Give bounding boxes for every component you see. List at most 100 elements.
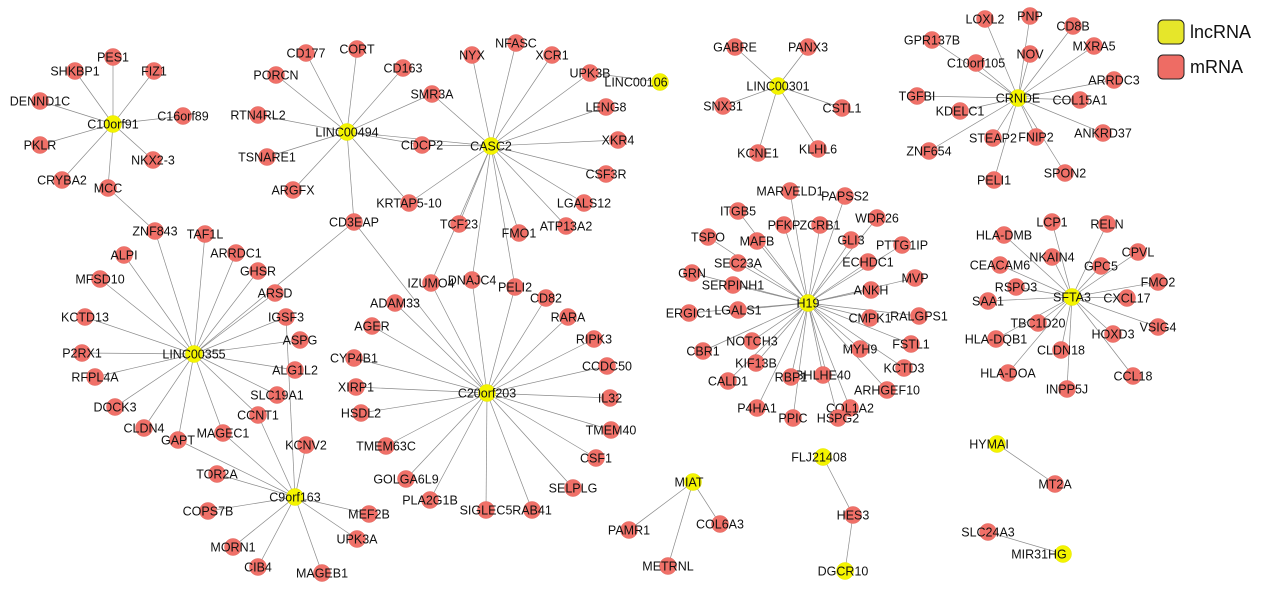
mrna-node-circle xyxy=(91,270,109,288)
node-label: PNP xyxy=(1017,10,1043,24)
node-spon2: SPON2 xyxy=(1044,164,1086,182)
node-label: CASC2 xyxy=(470,140,512,154)
node-label: HSPG2 xyxy=(817,412,859,426)
edge-h19-echdc1 xyxy=(807,261,869,304)
edge-c9orf163-magec1 xyxy=(222,432,296,498)
mrna-node-circle xyxy=(1027,128,1045,146)
node-label: MFSD10 xyxy=(75,273,124,287)
node-xcr1: XCR1 xyxy=(535,46,569,64)
node-label: C16orf89 xyxy=(157,110,208,124)
edge-crnde-cd8b xyxy=(1017,25,1074,99)
node-label: GPR137B xyxy=(904,34,960,48)
edge-linc00355-ghsr xyxy=(193,270,259,355)
node-steap2: STEAP2 xyxy=(969,129,1017,147)
edge-linc00494-smr3a xyxy=(346,93,433,133)
node-csf1: CSF1 xyxy=(580,449,612,467)
lncrna-node-circle xyxy=(769,77,787,95)
node-tmem40: TMEM40 xyxy=(586,421,636,439)
edge-sfta3-hla-dmb xyxy=(1003,234,1073,298)
node-siglec5: SIGLEC5 xyxy=(460,501,512,519)
node-label: C10orf105 xyxy=(947,57,1005,71)
node-label: FMO2 xyxy=(1141,276,1176,290)
mrna-node-circle xyxy=(135,419,153,437)
mrna-node-circle xyxy=(1046,475,1064,493)
edge-c9orf163-upk3a xyxy=(294,496,358,540)
mrna-node-circle xyxy=(602,421,620,439)
mrna-node-circle xyxy=(297,436,315,454)
edge-sfta3-ceacam6 xyxy=(999,264,1073,298)
node-ccdc50: CCDC50 xyxy=(582,357,632,375)
node-fmo2: FMO2 xyxy=(1141,273,1176,291)
mrna-node-circle xyxy=(920,142,938,160)
node-saa1: SAA1 xyxy=(972,292,1004,310)
mrna-node-circle xyxy=(724,276,742,294)
mrna-node-circle xyxy=(106,398,124,416)
node-ager: AGER xyxy=(354,317,390,335)
node-label: MORN1 xyxy=(210,541,255,555)
edge-c20orf203-peli2 xyxy=(486,286,516,394)
mrna-node-circle xyxy=(1071,91,1089,109)
edge-c10orf91-c16orf89 xyxy=(112,115,184,125)
lncrna-node-circle xyxy=(1063,288,1081,306)
edge-sfta3-ccl18 xyxy=(1071,296,1134,377)
node-label: ALPI xyxy=(110,249,137,263)
mrna-node-circle xyxy=(1021,45,1039,63)
node-label: RIPK3 xyxy=(576,333,612,347)
node-label: METRNL xyxy=(642,560,693,574)
node-hoxd3: HOXD3 xyxy=(1091,325,1135,343)
mrna-node-circle xyxy=(394,59,412,77)
node-label: MT2A xyxy=(1038,478,1072,492)
mrna-node-circle xyxy=(799,38,817,56)
edge-h19-kctd3 xyxy=(807,302,905,369)
node-nkain4: NKAIN4 xyxy=(1029,248,1075,266)
node-snx31: SNX31 xyxy=(703,97,743,115)
node-pklr: PKLR xyxy=(24,136,56,154)
edge-c20orf203-rab41 xyxy=(486,392,533,511)
node-c10orf105: C10orf105 xyxy=(947,54,1005,72)
mrna-node-circle xyxy=(995,226,1013,244)
node-label: XIRP1 xyxy=(338,381,374,395)
mrna-node-circle xyxy=(66,62,84,80)
edge-casc2-dnajc4 xyxy=(471,145,492,281)
mrna-node-circle xyxy=(169,431,187,449)
node-label: MYH9 xyxy=(843,343,878,357)
edge-linc00355-mfsd10 xyxy=(99,278,195,355)
mrna-node-circle xyxy=(208,465,226,483)
edge-c10orf91-mcc xyxy=(107,123,114,189)
node-label: RFPL4A xyxy=(71,371,119,385)
mrna-node-circle xyxy=(699,228,717,246)
node-alpi: ALPI xyxy=(110,246,138,264)
node-label: PELI1 xyxy=(977,174,1011,188)
node-label: UPK3A xyxy=(337,533,379,547)
node-miat: MIAT xyxy=(675,473,704,491)
mrna-node-circle xyxy=(450,215,468,233)
node-cops7b: COPS7B xyxy=(183,502,233,520)
mrna-node-circle xyxy=(575,194,593,212)
node-cd177: CD177 xyxy=(287,44,325,62)
edge-sfta3-lcp1 xyxy=(1051,221,1073,298)
node-magec1: MAGEC1 xyxy=(197,424,249,442)
node-label: MARVELD1 xyxy=(756,185,823,199)
lncrna-node-circle xyxy=(799,294,817,312)
lncrna-node-circle xyxy=(651,73,669,91)
node-label: LGALS12 xyxy=(557,197,611,211)
node-label: RALGPS1 xyxy=(890,310,948,324)
mrna-node-circle xyxy=(423,85,441,103)
node-label: PELI2 xyxy=(498,281,532,295)
node-serpinh1: SERPINH1 xyxy=(702,276,764,294)
node-rbp1: RBP1 xyxy=(775,368,807,386)
mrna-node-circle xyxy=(842,231,860,249)
edge-c20orf203-adam33 xyxy=(394,302,488,394)
mrna-node-circle xyxy=(908,87,926,105)
node-smr3a: SMR3A xyxy=(410,85,454,103)
mrna-node-circle xyxy=(893,236,911,254)
lncrna-node-circle xyxy=(1009,89,1027,107)
edge-h19-pfkp xyxy=(783,224,809,304)
node-label: CMPK1 xyxy=(848,312,891,326)
node-aspg: ASPG xyxy=(283,331,317,349)
edge-h19-papss2 xyxy=(807,195,846,304)
node-hymai: HYMAI xyxy=(969,435,1009,453)
edge-linc00494-cdcp2 xyxy=(346,131,423,146)
mrna-node-circle xyxy=(73,344,91,362)
